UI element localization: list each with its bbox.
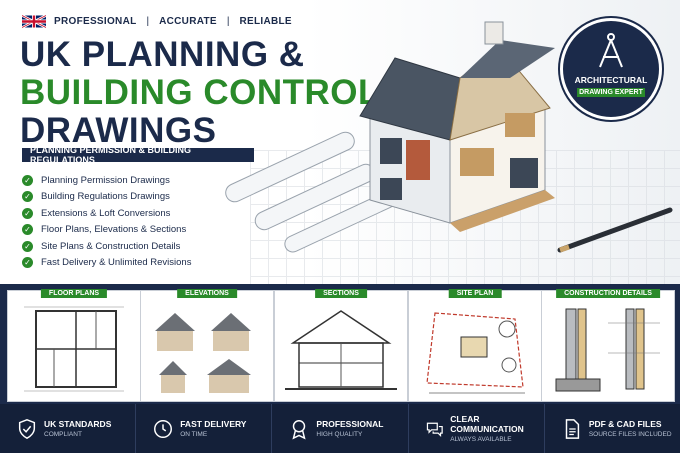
badge-line-1: ARCHITECTURAL: [574, 75, 648, 85]
check-icon: ✓: [22, 240, 33, 252]
feature-uk-standards: UK STANDARDS COMPLIANT: [0, 404, 137, 453]
panel-label: CONSTRUCTION DETAILS: [556, 289, 660, 298]
architectural-expert-badge: ARCHITECTURAL DRAWING EXPERT: [560, 18, 662, 120]
house-cutaway-illustration: [225, 21, 555, 253]
headline-line-1: UK PLANNING &: [20, 35, 305, 74]
checklist-item: ✓ Site Plans & Construction Details: [22, 238, 191, 255]
site-plan-drawing: [426, 312, 525, 394]
panel-sections: SECTIONS: [274, 289, 408, 402]
floor-plan-drawing: [24, 306, 124, 392]
sections-drawing: [285, 310, 397, 390]
award-icon: [292, 419, 307, 440]
panel-label: ELEVATIONS: [177, 289, 237, 298]
headline-line-3: DRAWINGS: [20, 111, 217, 150]
headline-line-2: BUILDING CONTROL: [20, 73, 380, 112]
uk-flag-icon: [22, 14, 46, 29]
checklist-label: Floor Plans, Elevations & Sections: [41, 224, 187, 236]
check-icon: ✓: [22, 224, 33, 236]
subtitle-band: PLANNING PERMISSION & BUILDING REGULATIO…: [22, 145, 254, 165]
checklist-item: ✓ Floor Plans, Elevations & Sections: [22, 222, 191, 239]
drawing-samples-strip: FLOOR PLANS ELEVATIONS SECTIONS: [0, 284, 680, 404]
rolled-blueprints: [225, 131, 396, 253]
panel-label: SECTIONS: [315, 289, 367, 298]
hero-section: PROFESSIONAL | ACCURATE | RELIABLE UK PL…: [0, 0, 680, 284]
panel-construction-details: CONSTRUCTION DETAILS: [541, 289, 675, 402]
tag-accurate: ACCURATE: [159, 16, 217, 27]
checklist-label: Fast Delivery & Unlimited Revisions: [41, 257, 192, 269]
feature-subtitle: SOURCE FILES INCLUDED: [588, 431, 672, 438]
document-icon: [565, 418, 579, 439]
feature-subtitle: HIGH QUALITY: [316, 431, 363, 438]
panel-elevations: ELEVATIONS: [140, 289, 274, 402]
checklist-item: ✓ Extensions & Loft Conversions: [22, 205, 191, 222]
clock-icon: [154, 419, 173, 438]
panel-site-plan: SITE PLAN: [408, 289, 542, 402]
tag-separator: |: [226, 16, 230, 27]
chat-icon: [426, 422, 443, 437]
elevations-drawing: [155, 313, 251, 393]
tag-professional: PROFESSIONAL: [54, 16, 137, 27]
feature-subtitle: COMPLIANT: [44, 431, 82, 438]
checklist-label: Site Plans & Construction Details: [41, 240, 181, 252]
check-icon: ✓: [22, 207, 33, 219]
feature-fast-delivery: FAST DELIVERY ON TIME: [136, 404, 273, 453]
check-icon: ✓: [22, 191, 33, 203]
feature-title: FAST DELIVERY: [180, 419, 247, 429]
feature-title: UK STANDARDS: [44, 419, 112, 429]
checklist-label: Building Regulations Drawings: [41, 191, 170, 203]
tag-separator: |: [146, 16, 150, 27]
feature-subtitle: ON TIME: [180, 431, 208, 438]
tagline-row: PROFESSIONAL | ACCURATE | RELIABLE: [22, 14, 292, 29]
feature-pdf-cad-files: PDF & CAD FILES SOURCE FILES INCLUDED: [545, 404, 680, 453]
panel-floor-plans: FLOOR PLANS: [7, 289, 141, 402]
panel-label: SITE PLAN: [448, 289, 502, 298]
construction-details-drawing: [555, 308, 660, 392]
feature-title: CLEAR COMMUNICATION: [450, 414, 524, 434]
checklist-label: Extensions & Loft Conversions: [41, 207, 171, 219]
service-checklist: ✓ Planning Permission Drawings ✓ Building …: [22, 172, 191, 271]
feature-subtitle: ALWAYS AVAILABLE: [450, 436, 512, 443]
feature-clear-communication: CLEAR COMMUNICATION ALWAYS AVAILABLE: [409, 404, 545, 453]
check-icon: ✓: [22, 174, 33, 186]
checklist-item: ✓ Building Regulations Drawings: [22, 189, 191, 206]
check-icon: ✓: [22, 257, 33, 269]
feature-professional: PROFESSIONAL HIGH QUALITY: [272, 404, 409, 453]
panel-label: FLOOR PLANS: [40, 289, 108, 298]
checklist-label: Planning Permission Drawings: [41, 174, 170, 186]
shield-check-icon: [18, 418, 36, 439]
feature-title: PROFESSIONAL: [316, 419, 384, 429]
pencil-illustration: [557, 207, 673, 253]
checklist-item: ✓ Fast Delivery & Unlimited Revisions: [22, 255, 191, 272]
checklist-item: ✓ Planning Permission Drawings: [22, 172, 191, 189]
tag-reliable: RELIABLE: [239, 16, 292, 27]
feature-title: PDF & CAD FILES: [588, 419, 662, 429]
features-bar: UK STANDARDS COMPLIANT FAST DELIVERY ON TI…: [0, 404, 680, 453]
badge-line-2: DRAWING EXPERT: [577, 88, 645, 97]
compass-icon: [599, 33, 623, 68]
